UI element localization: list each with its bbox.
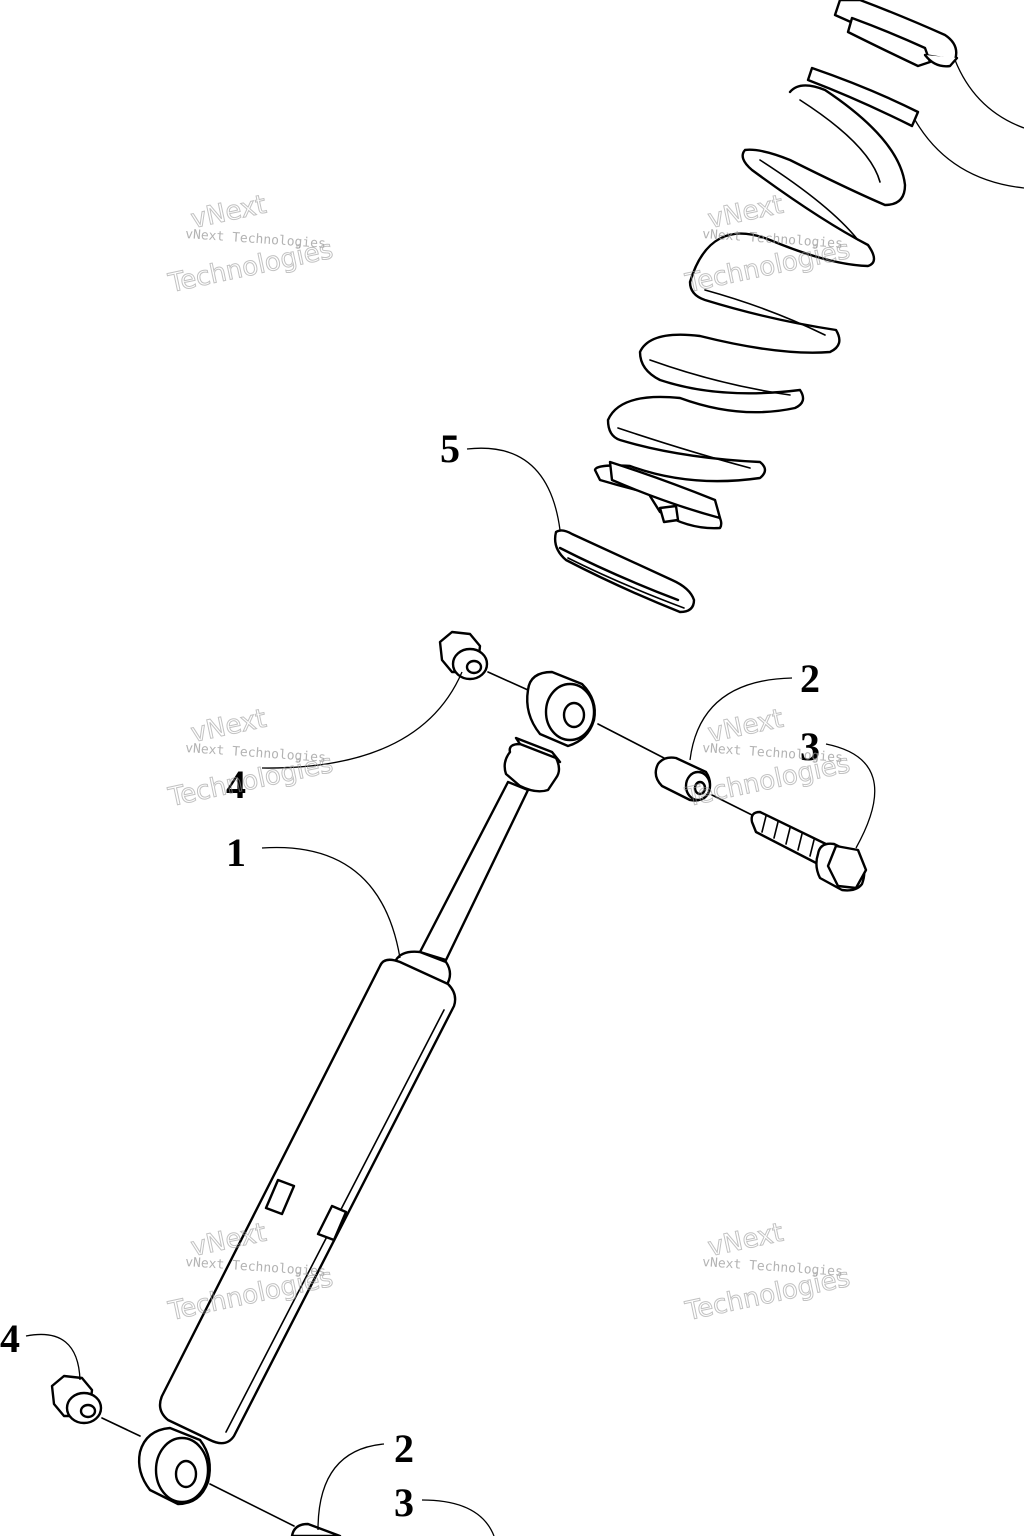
callout-4-upper: 4: [226, 762, 246, 807]
callout-4-lower: 4: [0, 1316, 20, 1361]
upper-sleeve: [654, 756, 712, 802]
leader-1: [261, 846, 401, 959]
watermark-mid-left: vNext vNext Technologies Technologies: [165, 703, 337, 813]
upper-bolt: [750, 810, 868, 892]
axis-lower-left: [101, 1417, 141, 1437]
lower-sleeve: [290, 1522, 342, 1536]
callout-1: 1: [226, 830, 246, 875]
leader-3-upper: [825, 743, 876, 849]
callout-3-upper: 3: [800, 724, 820, 769]
leader-4-upper: [261, 671, 463, 769]
axis-bolt: [711, 794, 753, 816]
axis-lower-right: [209, 1483, 295, 1527]
leader-2-lower: [317, 1443, 385, 1531]
leader-upper-seat: [914, 119, 1024, 189]
axis-upper-left: [487, 671, 529, 691]
leader-upper-retainer: [954, 59, 1024, 129]
callout-2-upper: 2: [800, 656, 820, 701]
coil-spring: [593, 66, 920, 530]
watermark-bottom-right: vNext vNext Technologies Technologies: [682, 1217, 854, 1327]
axis-upper-right: [597, 723, 665, 759]
callout-5: 5: [440, 426, 460, 471]
callout-2-lower: 2: [394, 1426, 414, 1471]
leader-2-upper: [689, 677, 793, 761]
leader-4-lower: [25, 1333, 81, 1381]
upper-spring-retainer: [833, 0, 959, 68]
callout-3-lower: 3: [394, 1480, 414, 1525]
leader-5: [466, 447, 561, 531]
watermark-top-right: vNext vNext Technologies Technologies: [682, 189, 854, 299]
upper-nut: [438, 630, 489, 681]
leader-3-lower: [421, 1499, 495, 1536]
shock-absorber: [137, 670, 596, 1506]
lower-nut: [50, 1374, 103, 1425]
watermark-mid-right: vNext vNext Technologies Technologies: [682, 703, 854, 813]
watermark-top-left: vNext vNext Technologies Technologies: [165, 189, 337, 299]
lower-spring-seat: [553, 529, 696, 614]
